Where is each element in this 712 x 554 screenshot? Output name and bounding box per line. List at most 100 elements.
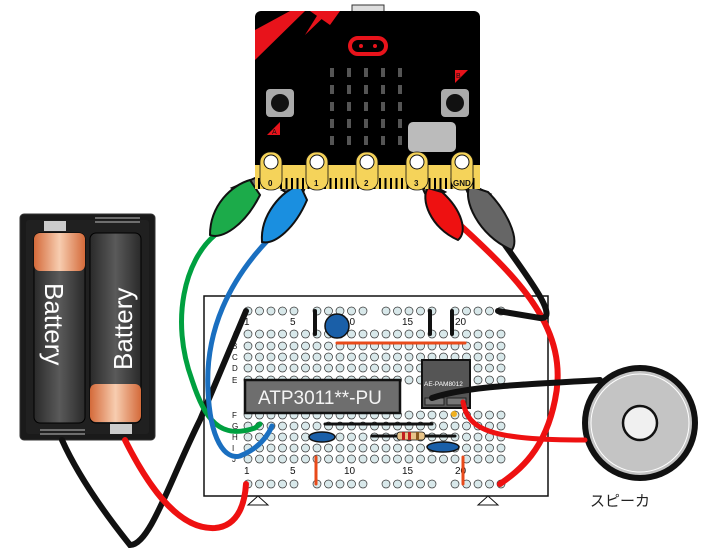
- ceramic-capacitor: [426, 441, 460, 453]
- breadboard-hole: [462, 432, 471, 442]
- led: [364, 85, 368, 94]
- led: [364, 68, 368, 77]
- breadboard-hole: [485, 410, 494, 420]
- breadboard-hole: [393, 443, 402, 453]
- breadboard-hole: [301, 363, 310, 373]
- led: [347, 85, 351, 94]
- breadboard-hole: [393, 329, 402, 339]
- led: [451, 411, 457, 417]
- breadboard-hole: [485, 306, 494, 316]
- breadboard-hole: [324, 341, 333, 351]
- led: [330, 85, 334, 94]
- breadboard-hole: [335, 363, 345, 373]
- breadboard-hole: [496, 363, 506, 373]
- breadboard-hole: [496, 410, 506, 420]
- breadboard-hole: [393, 454, 402, 464]
- col-label-top: 10: [344, 317, 356, 328]
- resistor: [396, 431, 426, 441]
- breadboard-holes: [243, 306, 506, 489]
- breadboard-hole: [266, 443, 276, 453]
- breadboard-hole: [473, 410, 483, 420]
- led: [330, 102, 334, 111]
- clip-green: [208, 178, 262, 237]
- breadboard-hole: [404, 329, 414, 339]
- pin-1[interactable]: 1: [305, 151, 329, 191]
- led: [330, 68, 334, 77]
- breadboard-hole: [301, 421, 310, 431]
- breadboard-hole: [462, 329, 471, 339]
- breadboard-hole: [381, 306, 391, 316]
- pin-2[interactable]: 2: [355, 151, 379, 191]
- breadboard-hole: [404, 352, 414, 362]
- breadboard-hole: [439, 421, 448, 431]
- breadboard-hole: [255, 363, 264, 373]
- breadboard-hole: [324, 479, 333, 489]
- button-a[interactable]: [266, 89, 294, 117]
- pin-label: 2: [364, 179, 369, 188]
- breadboard-hole: [370, 454, 379, 464]
- breadboard-hole: [335, 454, 345, 464]
- breadboard-hole: [473, 454, 483, 464]
- led: [398, 119, 402, 128]
- breadboard-hole: [473, 443, 483, 453]
- led: [398, 85, 402, 94]
- breadboard-hole: [370, 443, 379, 453]
- breadboard-hole: [312, 443, 322, 453]
- led: [330, 119, 334, 128]
- row-label: D: [232, 364, 238, 373]
- breadboard-hole: [473, 329, 483, 339]
- led: [347, 68, 351, 77]
- led: [381, 85, 385, 94]
- breadboard-hole: [473, 306, 483, 316]
- ceramic-capacitor: [308, 431, 336, 443]
- breadboard-hole: [381, 479, 391, 489]
- breadboard-hole: [416, 410, 425, 420]
- breadboard-hole: [289, 329, 299, 339]
- breadboard-hole: [358, 306, 368, 316]
- breadboard-hole: [404, 363, 414, 373]
- breadboard-hole: [289, 352, 299, 362]
- breadboard-hole: [496, 375, 506, 385]
- breadboard-hole: [347, 306, 356, 316]
- breadboard-hole: [312, 363, 322, 373]
- breadboard-hole: [473, 375, 483, 385]
- pin3-wire: [457, 222, 561, 487]
- pin-gnd[interactable]: GND: [450, 151, 474, 191]
- breadboard-hole: [312, 341, 322, 351]
- breadboard-hole: [427, 479, 437, 489]
- breadboard-hole: [266, 454, 276, 464]
- col-label-bottom: 1: [244, 466, 250, 477]
- breadboard-hole: [243, 363, 253, 373]
- breadboard-hole: [393, 306, 402, 316]
- battery-label: Battery: [108, 288, 138, 370]
- breadboard-hole: [324, 363, 333, 373]
- breadboard-hole: [347, 443, 356, 453]
- breadboard-hole: [393, 363, 402, 373]
- breadboard-hole: [278, 443, 287, 453]
- breadboard-hole: [266, 479, 276, 489]
- breadboard-foot: [246, 495, 270, 506]
- breadboard-hole: [324, 306, 333, 316]
- breadboard-hole: [462, 421, 471, 431]
- breadboard-hole: [347, 329, 356, 339]
- breadboard-hole: [485, 352, 494, 362]
- pin-0[interactable]: 0: [259, 151, 283, 191]
- amp-module-label: AE-PAM8012: [424, 381, 463, 388]
- pin-label: 3: [414, 179, 419, 188]
- breadboard-hole: [358, 329, 368, 339]
- breadboard-hole: [255, 479, 264, 489]
- speaker-label: スピーカ: [590, 492, 651, 510]
- breadboard-hole: [485, 479, 494, 489]
- breadboard-hole: [335, 443, 345, 453]
- breadboard-hole: [278, 329, 287, 339]
- led: [347, 136, 351, 145]
- breadboard-hole: [358, 443, 368, 453]
- button-b[interactable]: [441, 89, 469, 117]
- pin-3[interactable]: 3: [405, 151, 429, 191]
- led: [347, 102, 351, 111]
- breadboard-hole: [324, 443, 333, 453]
- gnd-wire: [495, 242, 550, 321]
- breadboard-hole: [473, 432, 483, 442]
